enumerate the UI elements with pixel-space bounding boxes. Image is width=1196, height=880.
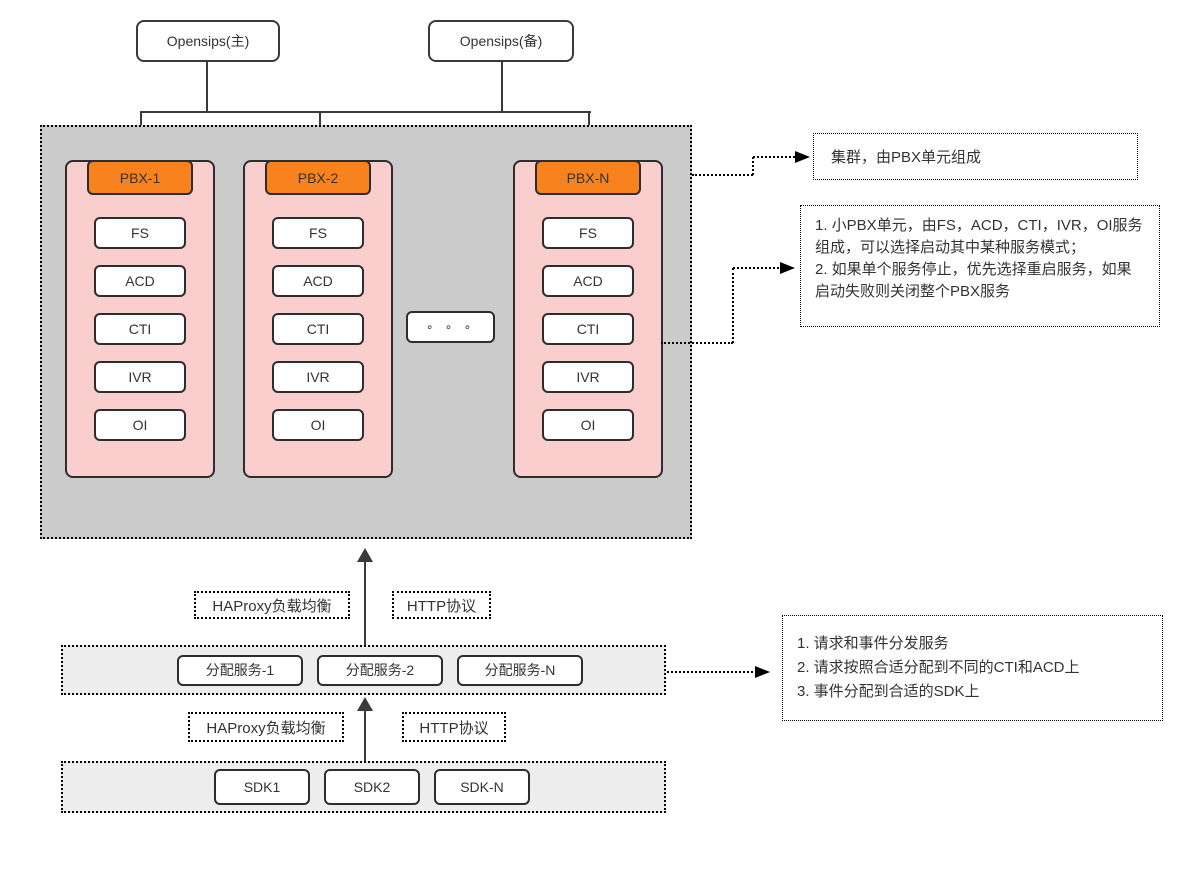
pbx-unit-1: PBX-1 FS ACD CTI IVR OI	[65, 160, 215, 478]
service-box: IVR	[542, 361, 634, 393]
sdk-box: SDK2	[324, 769, 420, 805]
pbx-unit-title: PBX-1	[87, 160, 193, 195]
dotted-connector	[667, 671, 753, 673]
dotted-connector	[692, 174, 753, 176]
arrowhead-right-icon	[755, 666, 770, 678]
dispatch-service-box: 分配服务-N	[457, 654, 583, 686]
pbx-unit-n: PBX-N FS ACD CTI IVR OI	[513, 160, 663, 478]
sdk-box: SDK-N	[434, 769, 530, 805]
pbx-unit-title: PBX-N	[535, 160, 641, 195]
opensips-primary-node: Opensips(主)	[136, 20, 280, 62]
pbx-unit-title: PBX-2	[265, 160, 371, 195]
http-tag: HTTP协议	[392, 591, 491, 619]
dotted-connector	[733, 267, 779, 269]
connector-line	[364, 711, 366, 761]
arrowhead-up-icon	[357, 548, 373, 562]
service-box: IVR	[94, 361, 186, 393]
dotted-connector	[752, 157, 754, 175]
arrowhead-right-icon	[795, 151, 810, 163]
haproxy-tag: HAProxy负载均衡	[188, 712, 344, 742]
dotted-connector	[753, 156, 795, 158]
service-box: FS	[94, 217, 186, 249]
dispatch-service-strip: 分配服务-1 分配服务-2 分配服务-N	[61, 645, 666, 695]
sdk-strip: SDK1 SDK2 SDK-N	[61, 761, 666, 813]
dispatch-service-box: 分配服务-1	[177, 654, 303, 686]
pbx-service-list: FS ACD CTI IVR OI	[515, 217, 661, 441]
pbx-unit-2: PBX-2 FS ACD CTI IVR OI	[243, 160, 393, 478]
cluster-note: 集群，由PBX单元组成	[813, 133, 1138, 180]
service-box: ACD	[272, 265, 364, 297]
arrowhead-up-icon	[357, 697, 373, 711]
connector-line	[206, 62, 208, 111]
dotted-connector	[732, 268, 734, 343]
dotted-connector	[661, 342, 733, 344]
haproxy-tag: HAProxy负载均衡	[194, 591, 350, 619]
service-box: OI	[542, 409, 634, 441]
connector-line	[501, 62, 503, 111]
service-box: OI	[94, 409, 186, 441]
service-box: FS	[272, 217, 364, 249]
service-box: ACD	[542, 265, 634, 297]
arrowhead-right-icon	[780, 262, 795, 274]
service-box: CTI	[94, 313, 186, 345]
connector-line	[364, 562, 366, 645]
dispatch-service-box: 分配服务-2	[317, 654, 443, 686]
connector-line	[140, 111, 591, 113]
service-box: FS	[542, 217, 634, 249]
dispatch-note: 1. 请求和事件分发服务 2. 请求按照合适分配到不同的CTI和ACD上 3. …	[782, 615, 1163, 721]
service-box: ACD	[94, 265, 186, 297]
pbx-note: 1. 小PBX单元，由FS，ACD，CTI，IVR，OI服务 组成，可以选择启动…	[800, 205, 1160, 327]
service-box: OI	[272, 409, 364, 441]
ellipsis-node: ∘ ∘ ∘	[406, 311, 495, 343]
opensips-backup-node: Opensips(备)	[428, 20, 574, 62]
pbx-service-list: FS ACD CTI IVR OI	[67, 217, 213, 441]
sdk-box: SDK1	[214, 769, 310, 805]
service-box: IVR	[272, 361, 364, 393]
service-box: CTI	[542, 313, 634, 345]
pbx-service-list: FS ACD CTI IVR OI	[245, 217, 391, 441]
service-box: CTI	[272, 313, 364, 345]
http-tag: HTTP协议	[402, 712, 506, 742]
